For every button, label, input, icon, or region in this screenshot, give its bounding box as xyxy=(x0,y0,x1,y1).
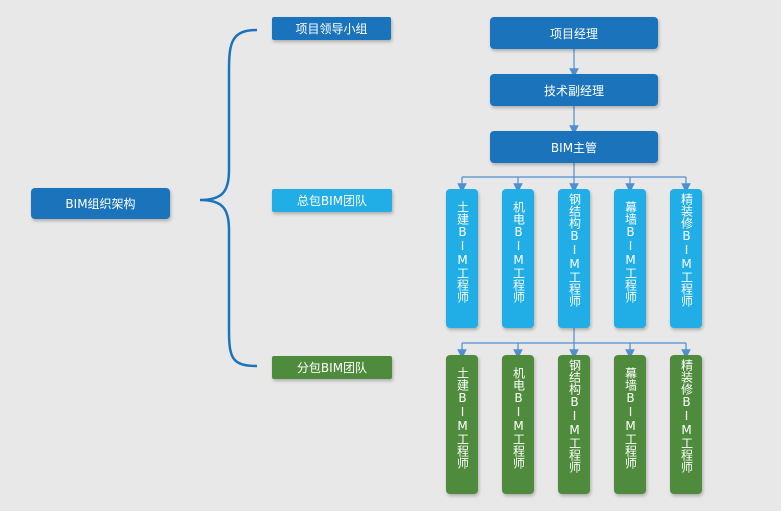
group-general-label: 总包BIM团队 xyxy=(296,194,368,208)
general-steel-engineer-node: 钢结构BIM工程师 xyxy=(558,189,590,328)
sub-curtain-wall-engineer-label: 幕墙BIM工程师 xyxy=(623,367,638,469)
sub-fitout-engineer-node: 精装修BIM工程师 xyxy=(670,355,702,494)
group-sub-node: 分包BIM团队 xyxy=(272,356,392,379)
group-leader-label: 项目领导小组 xyxy=(295,22,368,36)
sub-curtain-wall-engineer-node: 幕墙BIM工程师 xyxy=(614,355,646,494)
sub-mep-engineer-node: 机电BIM工程师 xyxy=(502,355,534,494)
general-civil-engineer-label: 土建BIM工程师 xyxy=(455,201,470,303)
sub-civil-engineer-node: 土建BIM工程师 xyxy=(446,355,478,494)
grouping-brace xyxy=(199,28,258,368)
sub-steel-engineer-node: 钢结构BIM工程师 xyxy=(558,355,590,494)
general-mep-engineer-node: 机电BIM工程师 xyxy=(502,189,534,328)
bim-supervisor-node: BIM主管 xyxy=(490,131,658,163)
sub-mep-engineer-label: 机电BIM工程师 xyxy=(511,367,526,469)
general-fitout-engineer-node: 精装修BIM工程师 xyxy=(670,189,702,328)
general-curtain-wall-engineer-node: 幕墙BIM工程师 xyxy=(614,189,646,328)
general-fitout-engineer-label: 精装修BIM工程师 xyxy=(679,193,694,307)
group-sub-label: 分包BIM团队 xyxy=(296,361,368,375)
root-label: BIM组织架构 xyxy=(65,197,136,211)
tech-deputy-manager-label: 技术副经理 xyxy=(543,83,604,98)
sub-steel-engineer-label: 钢结构BIM工程师 xyxy=(567,359,582,473)
general-mep-engineer-label: 机电BIM工程师 xyxy=(511,201,526,303)
general-steel-engineer-label: 钢结构BIM工程师 xyxy=(567,193,582,307)
sub-fitout-engineer-label: 精装修BIM工程师 xyxy=(679,359,694,473)
general-curtain-wall-engineer-label: 幕墙BIM工程师 xyxy=(623,201,638,303)
general-civil-engineer-node: 土建BIM工程师 xyxy=(446,189,478,328)
project-manager-node: 项目经理 xyxy=(490,17,658,49)
sub-civil-engineer-label: 土建BIM工程师 xyxy=(455,367,470,469)
root-node: BIM组织架构 xyxy=(31,188,170,219)
tech-deputy-manager-node: 技术副经理 xyxy=(490,74,658,106)
project-manager-label: 项目经理 xyxy=(549,26,598,41)
group-general-node: 总包BIM团队 xyxy=(272,189,392,212)
group-leader-node: 项目领导小组 xyxy=(272,17,391,40)
bim-supervisor-label: BIM主管 xyxy=(550,140,598,155)
